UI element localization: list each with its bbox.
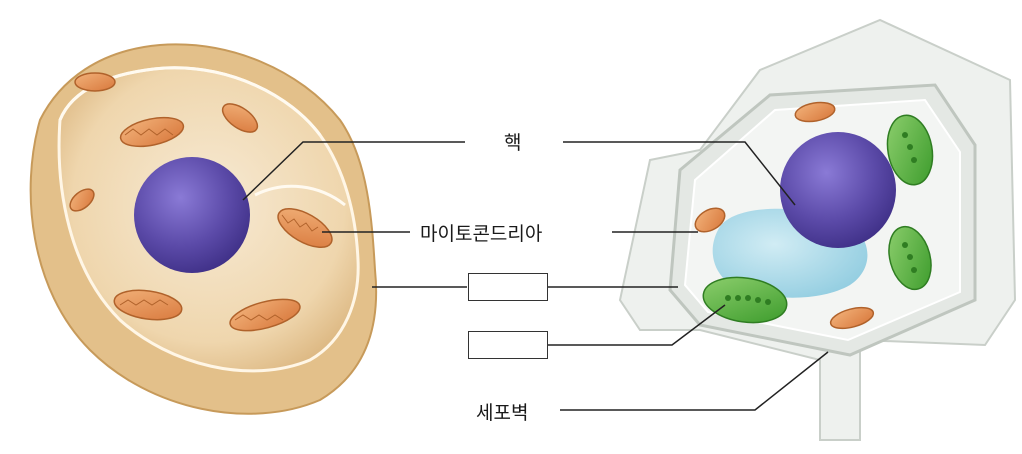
animal-cell [31,44,377,413]
label-cell-wall: 세포벽 [476,398,528,425]
answer-box-2[interactable] [468,331,548,359]
plant-nucleus [780,132,896,248]
plant-cell [620,20,1015,440]
answer-box-1[interactable] [468,273,548,301]
animal-nucleus [134,157,250,273]
label-mitochondria: 마이토콘드리아 [420,219,542,246]
label-nucleus: 핵 [504,128,521,155]
